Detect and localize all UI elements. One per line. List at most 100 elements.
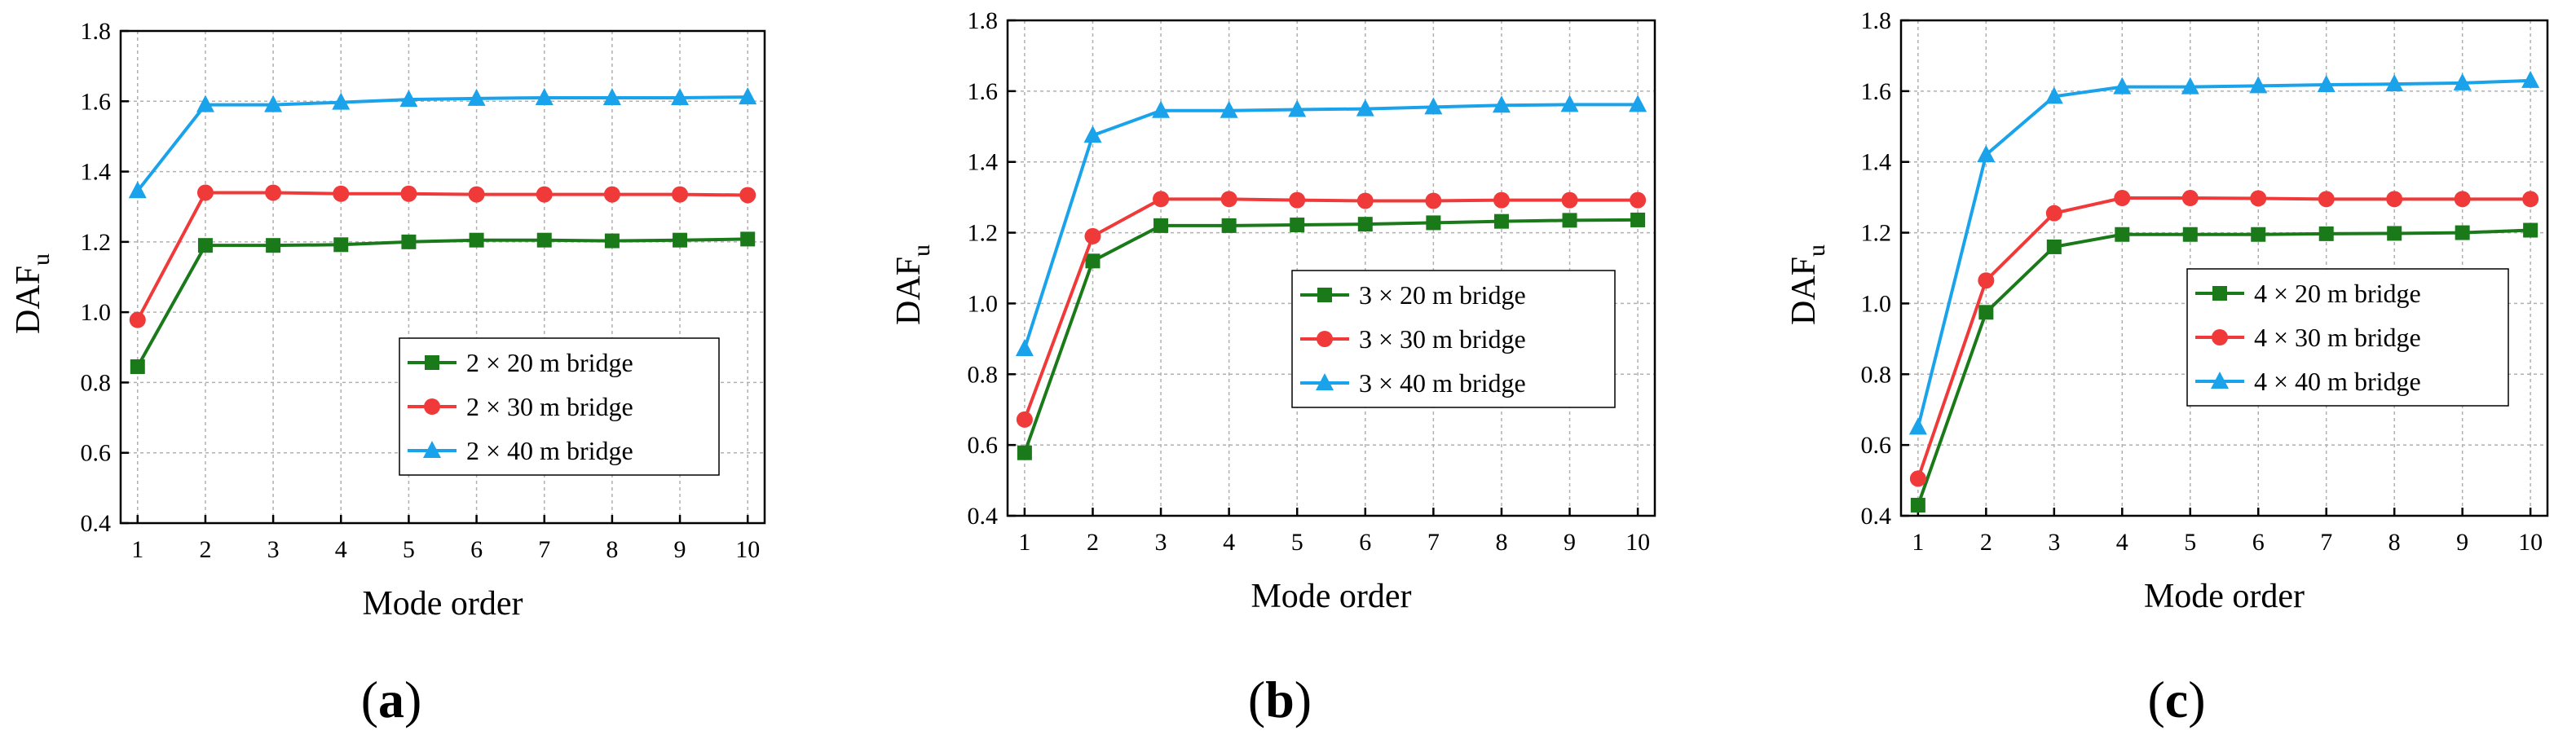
y-tick-label: 1.6 bbox=[1861, 78, 1892, 105]
data-point-series3 bbox=[535, 87, 554, 105]
data-point-series2 bbox=[1016, 411, 1033, 428]
data-point-series1 bbox=[1357, 217, 1373, 232]
data-point-series3 bbox=[264, 95, 283, 112]
y-tick-label: 1.0 bbox=[1861, 290, 1892, 317]
plot-frame bbox=[1006, 19, 1656, 517]
x-tick-label: 10 bbox=[2518, 529, 2543, 556]
data-point-series2 bbox=[1153, 191, 1170, 208]
legend-label: 2 × 40 m bridge bbox=[466, 436, 633, 465]
y-tick-label: 1.0 bbox=[968, 290, 999, 317]
data-point-series3 bbox=[2249, 76, 2268, 94]
data-point-series1 bbox=[2182, 227, 2198, 242]
legend-swatch-marker bbox=[425, 355, 439, 370]
y-axis-title: DAFu bbox=[890, 244, 935, 325]
data-point-series1 bbox=[673, 232, 688, 248]
plot-frame bbox=[119, 29, 766, 525]
data-point-series1 bbox=[2523, 222, 2539, 238]
y-tick-label: 1.6 bbox=[81, 88, 112, 115]
panel-label-close: ) bbox=[1295, 671, 1312, 728]
legend-label: 4 × 40 m bridge bbox=[2254, 367, 2421, 396]
y-axis-title: DAFu bbox=[10, 253, 55, 334]
x-tick-label: 2 bbox=[1980, 529, 1992, 556]
y-tick-label: 0.4 bbox=[81, 510, 112, 537]
data-point-series3 bbox=[196, 95, 214, 112]
legend-swatch-marker bbox=[1317, 331, 1333, 347]
x-tick-label: 4 bbox=[2116, 529, 2128, 556]
x-tick-label: 1 bbox=[1018, 529, 1030, 556]
data-point-series3 bbox=[332, 92, 351, 110]
data-point-series1 bbox=[2387, 226, 2402, 241]
x-tick-label: 6 bbox=[2252, 529, 2265, 556]
panel-label-open: ( bbox=[2147, 671, 2164, 728]
y-tick-label: 1.2 bbox=[1861, 220, 1892, 247]
data-point-series3 bbox=[2453, 73, 2472, 90]
x-tick-label: 5 bbox=[403, 536, 415, 563]
y-tick-label: 1.4 bbox=[1861, 149, 1892, 176]
y-tick-label: 0.6 bbox=[81, 440, 112, 467]
data-point-series3 bbox=[1152, 100, 1171, 118]
legend-swatch-marker bbox=[2212, 286, 2227, 301]
x-tick-label: 7 bbox=[1427, 529, 1440, 556]
series-line-3 bbox=[1916, 78, 2531, 428]
y-tick-label: 0.6 bbox=[1861, 432, 1892, 459]
series-line-3 bbox=[1022, 103, 1639, 350]
y-tick-label: 1.4 bbox=[81, 159, 112, 186]
data-point-series3 bbox=[671, 87, 690, 105]
y-tick-label: 0.8 bbox=[81, 369, 112, 396]
data-point-series3 bbox=[1356, 99, 1374, 117]
data-point-series1 bbox=[197, 238, 213, 253]
x-tick-label: 6 bbox=[470, 536, 483, 563]
y-tick-label: 1.2 bbox=[968, 220, 999, 247]
data-point-series3 bbox=[1560, 95, 1579, 112]
data-point-series1 bbox=[1910, 497, 1925, 513]
series-line-1 bbox=[1023, 218, 1639, 454]
x-tick-label: 10 bbox=[735, 536, 760, 563]
x-axis-title: Mode order bbox=[362, 585, 523, 623]
data-point-series2 bbox=[265, 184, 282, 201]
data-point-series1 bbox=[401, 234, 417, 249]
data-point-series2 bbox=[129, 311, 146, 328]
y-axis-title-subscript: u bbox=[1803, 244, 1830, 257]
series-line-2 bbox=[1916, 196, 2531, 480]
legend-swatch-marker bbox=[1317, 288, 1332, 302]
x-tick-label: 7 bbox=[2320, 529, 2332, 556]
y-axis-title: DAFu bbox=[1785, 244, 1830, 325]
panel-label-letter: a bbox=[378, 671, 404, 728]
data-point-series1 bbox=[2318, 226, 2334, 241]
data-point-series3 bbox=[399, 90, 418, 108]
data-point-series1 bbox=[1153, 218, 1169, 233]
x-tick-label: 8 bbox=[1495, 529, 1507, 556]
data-point-series3 bbox=[1220, 100, 1238, 118]
data-point-series2 bbox=[400, 185, 417, 202]
data-point-series3 bbox=[1424, 97, 1443, 115]
data-point-series2 bbox=[2250, 190, 2267, 207]
x-axis-title: Mode order bbox=[2144, 578, 2305, 615]
data-point-series2 bbox=[1356, 192, 1374, 209]
y-tick-label: 1.8 bbox=[968, 7, 999, 34]
x-tick-label: 7 bbox=[538, 536, 550, 563]
y-axis-title-subscript: u bbox=[908, 244, 935, 257]
y-tick-label: 0.8 bbox=[968, 361, 999, 388]
data-point-series2 bbox=[672, 186, 689, 203]
data-point-series3 bbox=[2181, 77, 2199, 95]
legend-label: 4 × 20 m bridge bbox=[2254, 279, 2421, 308]
series-line-3 bbox=[136, 95, 748, 192]
data-point-series2 bbox=[739, 187, 756, 204]
legend-swatch-marker bbox=[423, 441, 441, 458]
x-tick-label: 8 bbox=[606, 536, 618, 563]
data-point-series1 bbox=[1085, 253, 1101, 269]
x-tick-label: 9 bbox=[674, 536, 686, 563]
data-point-series3 bbox=[1083, 125, 1102, 143]
data-point-series3 bbox=[467, 88, 486, 106]
data-point-series3 bbox=[2317, 75, 2336, 93]
data-point-series2 bbox=[1425, 192, 1442, 209]
panel-label: (b) bbox=[1248, 671, 1312, 728]
data-point-series1 bbox=[536, 232, 552, 248]
data-point-series3 bbox=[2521, 70, 2540, 88]
